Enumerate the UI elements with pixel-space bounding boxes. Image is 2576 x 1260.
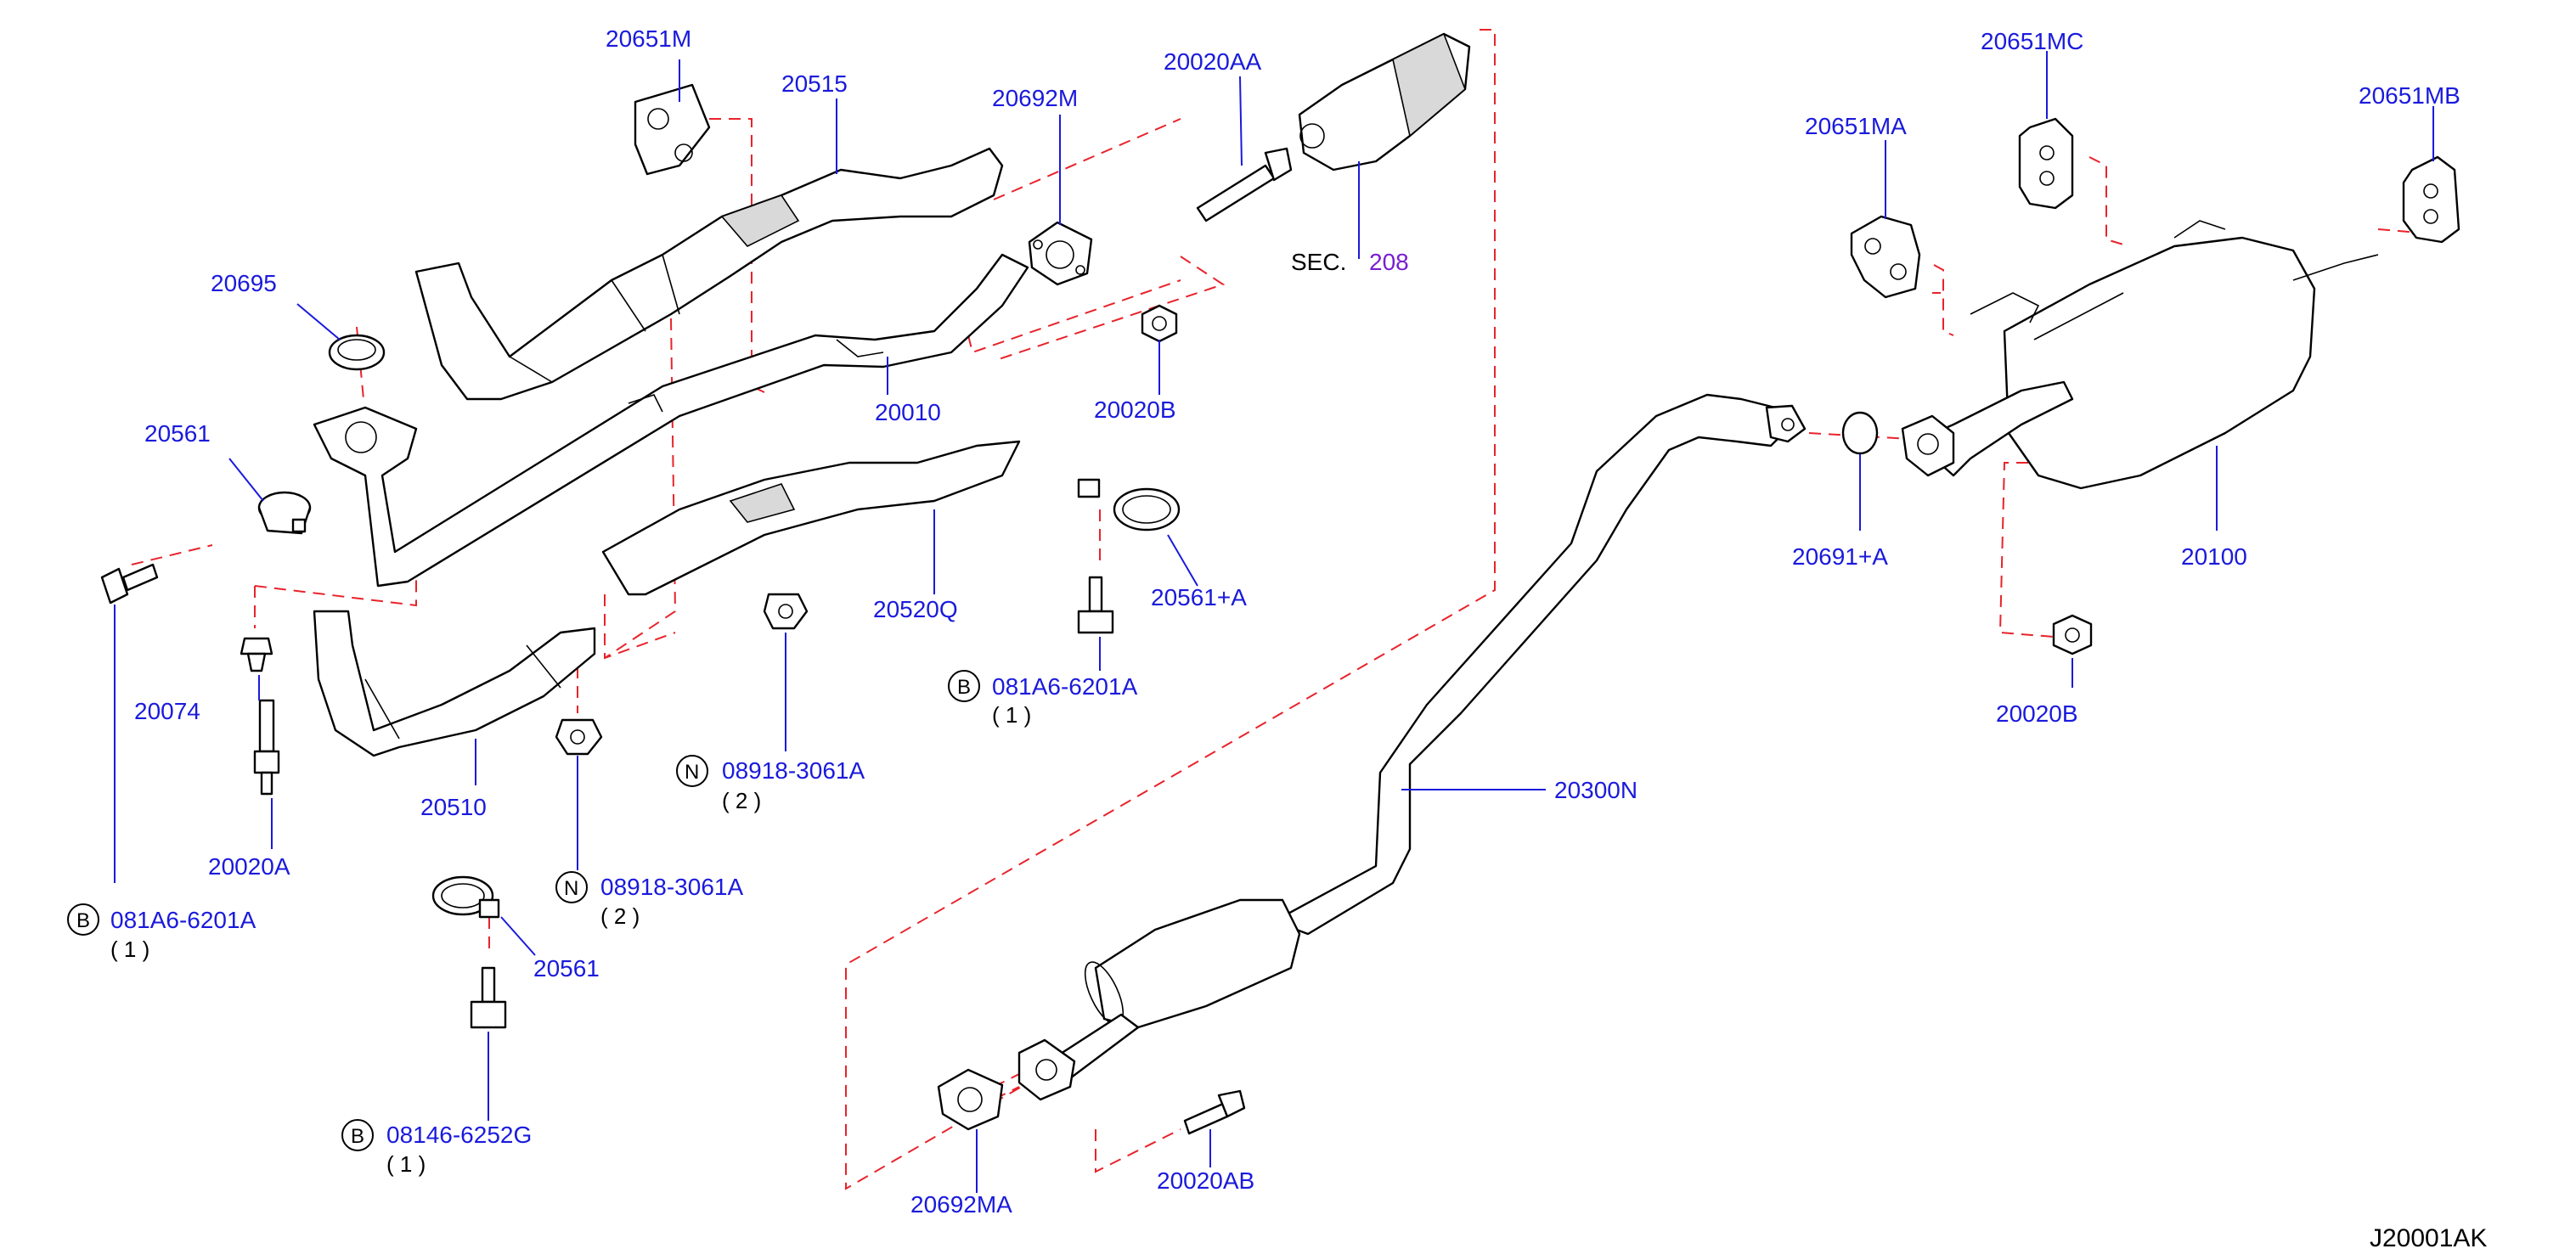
hanger-20651MA-drawing[interactable] <box>1850 215 1921 299</box>
qty-fastener-n1: ( 2 ) <box>722 788 761 813</box>
tube-20510-drawing[interactable] <box>313 610 596 757</box>
clamp-20561-left-drawing[interactable] <box>257 491 312 535</box>
rear-muffler-20100-drawing[interactable] <box>1901 220 2379 490</box>
nut-08918-upper-drawing[interactable] <box>763 593 809 630</box>
label-20020AA[interactable]: 20020AA <box>1164 48 1262 75</box>
label-fastener-b1[interactable]: 081A6-6201A <box>110 907 256 933</box>
part-labels: 20651M 20515 20692M 20020AA 20695 20561 … <box>134 25 2460 1218</box>
qty-fastener-b2: ( 1 ) <box>992 702 1031 728</box>
stud-20020AA-drawing[interactable] <box>1196 147 1293 222</box>
qty-fastener-b1: ( 1 ) <box>110 937 149 962</box>
label-20510[interactable]: 20510 <box>420 794 487 820</box>
nut-08918-lower-drawing[interactable] <box>555 718 603 756</box>
grommet-20074-drawing[interactable] <box>240 637 273 672</box>
qty-fastener-n2: ( 2 ) <box>600 903 640 929</box>
nut-20020B-right-drawing[interactable] <box>2052 614 2093 655</box>
leader-lines <box>114 51 2434 1193</box>
fastener-n2[interactable]: N 08918-3061A ( 2 ) <box>555 871 743 929</box>
section-prefix: SEC. <box>1291 249 1346 275</box>
label-20515[interactable]: 20515 <box>781 70 848 97</box>
fastener-callouts: B 081A6-6201A ( 1 ) B 081A6-6201A ( 1 ) … <box>67 670 1138 1177</box>
fastener-letter: B <box>351 1125 364 1148</box>
circle-letter-icon <box>67 903 99 936</box>
fastener-letter: B <box>957 676 971 699</box>
insulator-20520Q-drawing[interactable] <box>601 440 1021 596</box>
fastener-b3[interactable]: B 08146-6252G ( 1 ) <box>341 1119 532 1177</box>
label-20561A[interactable]: 20561+A <box>1151 584 1247 610</box>
label-20020B-top[interactable]: 20020B <box>1094 397 1176 423</box>
fastener-b1[interactable]: B 081A6-6201A ( 1 ) <box>67 903 256 962</box>
label-fastener-b2[interactable]: 081A6-6201A <box>992 673 1138 700</box>
center-pipe-20300N-drawing[interactable] <box>1017 393 1807 1101</box>
label-20691A[interactable]: 20691+A <box>1792 543 1888 570</box>
bolt-081A6-left-drawing[interactable] <box>100 563 159 605</box>
circle-letter-icon <box>555 871 588 903</box>
label-20561-left[interactable]: 20561 <box>144 420 211 447</box>
front-pipe-20010-drawing[interactable] <box>313 253 1029 588</box>
nut-20020B-top-drawing[interactable] <box>1141 304 1178 343</box>
gasket-20692M-drawing[interactable] <box>1028 221 1093 286</box>
fastener-letter: N <box>564 877 578 900</box>
label-20010[interactable]: 20010 <box>875 399 941 425</box>
catalyst-sec208-drawing[interactable] <box>1298 32 1471 172</box>
label-20561-bottom[interactable]: 20561 <box>533 955 600 982</box>
label-20651M[interactable]: 20651M <box>606 25 691 52</box>
label-20020B-right[interactable]: 20020B <box>1996 700 2078 727</box>
label-20300N[interactable]: 20300N <box>1554 777 1637 803</box>
circle-letter-icon <box>341 1119 374 1151</box>
bolt-20020AB-drawing[interactable] <box>1183 1089 1246 1135</box>
circle-letter-icon <box>676 755 708 787</box>
label-20020AB[interactable]: 20020AB <box>1157 1167 1254 1194</box>
label-fastener-n2[interactable]: 08918-3061A <box>600 874 743 900</box>
fastener-letter: B <box>76 909 90 932</box>
label-20651MC[interactable]: 20651MC <box>1981 28 2083 54</box>
diagram-id: J20001AK <box>2370 1224 2487 1252</box>
label-20074[interactable]: 20074 <box>134 698 200 724</box>
clamp-20561A-drawing[interactable] <box>1077 478 1181 532</box>
label-fastener-b3[interactable]: 08146-6252G <box>386 1122 532 1148</box>
bolt-081A6-middle-drawing[interactable] <box>1077 576 1114 634</box>
label-20692M[interactable]: 20692M <box>992 85 1078 111</box>
hanger-20651MC-drawing[interactable] <box>2018 117 2074 210</box>
label-20520Q[interactable]: 20520Q <box>873 596 958 622</box>
fastener-letter: N <box>685 761 699 784</box>
gasket-20692MA-drawing[interactable] <box>937 1068 1004 1131</box>
label-20695[interactable]: 20695 <box>211 270 277 296</box>
label-20692MA[interactable]: 20692MA <box>910 1191 1012 1218</box>
fastener-n1[interactable]: N 08918-3061A ( 2 ) <box>676 755 865 813</box>
label-20020A[interactable]: 20020A <box>208 853 290 880</box>
section-link-208[interactable]: 208 <box>1369 249 1409 275</box>
hanger-20651MB-drawing[interactable] <box>2402 155 2460 244</box>
label-20651MB[interactable]: 20651MB <box>2359 82 2460 109</box>
stud-20020A-drawing[interactable] <box>253 699 280 796</box>
fastener-b2[interactable]: B 081A6-6201A ( 1 ) <box>948 670 1138 728</box>
bolt-08146-drawing[interactable] <box>470 966 507 1029</box>
qty-fastener-b3: ( 1 ) <box>386 1151 426 1177</box>
ring-20691A-drawing[interactable] <box>1841 411 1879 455</box>
clamp-20561-bottom-drawing[interactable] <box>431 875 500 919</box>
tube-20515-drawing[interactable] <box>414 147 1004 401</box>
label-20651MA[interactable]: 20651MA <box>1805 113 1907 139</box>
label-fastener-n1[interactable]: 08918-3061A <box>722 757 865 784</box>
circle-letter-icon <box>948 670 980 702</box>
label-20100[interactable]: 20100 <box>2181 543 2247 570</box>
hanger-20651M-drawing[interactable] <box>634 83 711 176</box>
seal-ring-20695-drawing[interactable] <box>328 334 386 371</box>
